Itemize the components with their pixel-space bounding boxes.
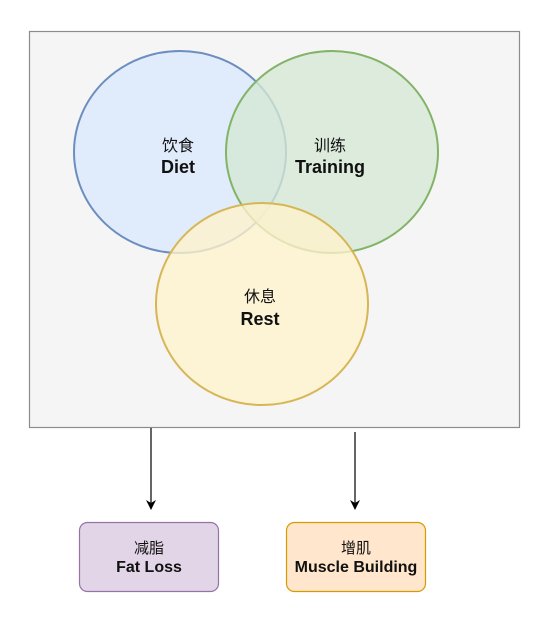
muscle-building-box <box>285 521 427 593</box>
fat-loss-label-en: Fat Loss <box>116 559 182 576</box>
muscle-building-label-en: Muscle Building <box>295 559 418 576</box>
training-label-en: Training <box>295 157 365 177</box>
rest-circle <box>155 202 369 406</box>
training-label-cn: 训练 <box>314 136 346 155</box>
fat-loss-box <box>78 521 220 593</box>
diet-label-en: Diet <box>161 157 195 177</box>
rest-label-en: Rest <box>240 309 279 329</box>
fat-loss-label-cn: 减脂 <box>134 539 164 557</box>
muscle-building-label-cn: 增肌 <box>341 539 371 557</box>
rest-label-cn: 休息 <box>244 287 276 306</box>
diet-label-cn: 饮食 <box>162 136 194 155</box>
